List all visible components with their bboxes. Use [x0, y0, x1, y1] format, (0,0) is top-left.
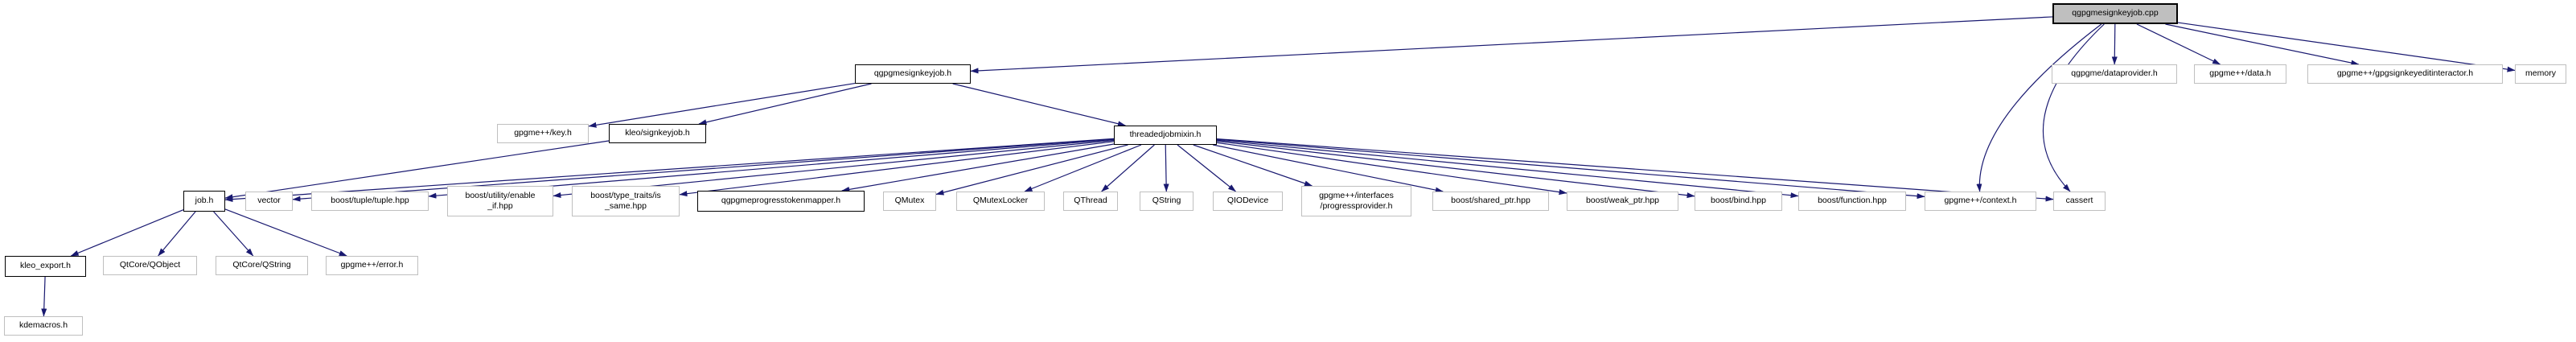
edge-qgpgmesignkeyjob-cpp--qgpgmesignkeyjob-h — [970, 16, 2053, 74]
graph-node-qtcore-qstring: QtCore/QString — [216, 256, 308, 275]
edge-job-h--qtcore-qobject — [158, 211, 196, 257]
edge-qgpgmesignkeyjob-cpp--qgpgme-dataprovider-h — [2111, 23, 2118, 65]
graph-node-kdemacros-h: kdemacros.h — [4, 316, 83, 336]
edge-threadedjobmixin-h--qthread — [1101, 144, 1155, 192]
edge-threadedjobmixin-h--boost-bind-hpp — [1216, 140, 1695, 199]
graph-node-qgpgmesignkeyjob-h[interactable]: qgpgmesignkeyjob.h — [855, 64, 971, 84]
graph-node-qmutex: QMutex — [883, 192, 936, 211]
graph-node-qthread: QThread — [1063, 192, 1118, 211]
edge-threadedjobmixin-h--vector — [292, 138, 1115, 202]
edge-threadedjobmixin-h--qmutex — [935, 144, 1128, 196]
graph-node-qiodevice: QIODevice — [1213, 192, 1283, 211]
graph-node-boost-is-same-hpp: boost/type_traits/is _same.hpp — [572, 186, 680, 216]
edge-threadedjobmixin-h--qiodevice — [1177, 144, 1236, 192]
graph-node-threadedjobmixin-h[interactable]: threadedjobmixin.h — [1114, 126, 1217, 145]
edge-threadedjobmixin-h--cassert — [1216, 138, 2054, 202]
edge-kleo-signkeyjob-h--job-h — [224, 140, 610, 200]
edge-qgpgmesignkeyjob-h--kleo-signkeyjob-h — [698, 83, 872, 126]
graph-node-job-h[interactable]: job.h — [183, 191, 225, 212]
graph-node-kleo-signkeyjob-h[interactable]: kleo/signkeyjob.h — [609, 124, 706, 143]
edge-threadedjobmixin-h--gpgmepp-context-h — [1216, 138, 1925, 200]
edge-threadedjobmixin-h--gpgmepp-progressprovider-h — [1193, 144, 1313, 187]
edge-threadedjobmixin-h--qgpgmeprogresstokenmapper-h — [841, 143, 1115, 192]
graph-node-boost-function-hpp: boost/function.hpp — [1798, 192, 1906, 211]
edge-kleo-export-h--kdemacros-h — [41, 276, 47, 317]
edge-job-h--qtcore-qstring — [213, 211, 254, 257]
graph-node-boost-shared-ptr-hpp: boost/shared_ptr.hpp — [1432, 192, 1549, 211]
edge-qgpgmesignkeyjob-h--threadedjobmixin-h — [952, 83, 1126, 127]
graph-node-boost-tuple-hpp: boost/tuple/tuple.hpp — [311, 192, 429, 211]
graph-node-memory: memory — [2515, 64, 2566, 84]
graph-node-vector: vector — [245, 192, 293, 211]
graph-node-qtcore-qobject: QtCore/QObject — [103, 256, 197, 275]
graph-node-qstring: QString — [1140, 192, 1194, 211]
graph-node-gpgmepp-key-h: gpgme++/key.h — [497, 124, 589, 143]
edge-threadedjobmixin-h--job-h — [224, 138, 1115, 203]
edge-threadedjobmixin-h--qstring — [1163, 144, 1169, 192]
edge-job-h--kleo-export-h — [70, 209, 184, 257]
edge-qgpgmesignkeyjob-h--gpgmepp-key-h — [588, 82, 856, 128]
graph-node-qgpgmesignkeyjob-cpp[interactable]: qgpgmesignkeyjob.cpp — [2052, 3, 2178, 24]
edge-job-h--gpgmepp-error-h — [224, 208, 347, 257]
graph-node-gpgmepp-data-h: gpgme++/data.h — [2194, 64, 2286, 84]
edge-qgpgmesignkeyjob-cpp--gpgmepp-data-h — [2136, 23, 2221, 65]
graph-node-gpgmepp-context-h: gpgme++/context.h — [1925, 192, 2036, 211]
edge-qgpgmesignkeyjob-cpp--gpgmepp-context-h — [1976, 23, 2102, 192]
graph-node-qgpgme-dataprovider-h: qgpgme/dataprovider.h — [2052, 64, 2177, 84]
edge-qgpgmesignkeyjob-cpp--cassert — [2042, 23, 2105, 192]
edge-threadedjobmixin-h--qmutexlocker — [1024, 144, 1142, 192]
edge-threadedjobmixin-h--boost-function-hpp — [1216, 139, 1799, 199]
graph-node-gpgmepp-gpgsignkeyeditinteractor-h: gpgme++/gpgsignkeyeditinteractor.h — [2307, 64, 2503, 84]
graph-node-qmutexlocker: QMutexLocker — [956, 192, 1045, 211]
edge-threadedjobmixin-h--boost-shared-ptr-hpp — [1213, 144, 1444, 193]
graph-node-gpgmepp-error-h: gpgme++/error.h — [326, 256, 418, 275]
edge-threadedjobmixin-h--boost-weak-ptr-hpp — [1216, 142, 1567, 196]
graph-node-gpgmepp-progressprovider-h: gpgme++/interfaces /progressprovider.h — [1301, 186, 1411, 216]
graph-node-qgpgmeprogresstokenmapper-h[interactable]: qgpgmeprogresstokenmapper.h — [697, 191, 865, 212]
graph-node-cassert: cassert — [2053, 192, 2106, 211]
edge-qgpgmesignkeyjob-cpp--memory — [2177, 22, 2516, 72]
graph-node-boost-bind-hpp: boost/bind.hpp — [1695, 192, 1782, 211]
graph-node-kleo-export-h[interactable]: kleo_export.h — [5, 256, 86, 277]
graph-node-boost-enable-if-hpp: boost/utility/enable _if.hpp — [447, 186, 553, 216]
graph-node-boost-weak-ptr-hpp: boost/weak_ptr.hpp — [1567, 192, 1678, 211]
edge-threadedjobmixin-h--boost-is-same-hpp — [679, 141, 1115, 197]
edge-qgpgmesignkeyjob-cpp--gpgmepp-gpgsignkeyeditinteractor-h — [2165, 23, 2360, 66]
